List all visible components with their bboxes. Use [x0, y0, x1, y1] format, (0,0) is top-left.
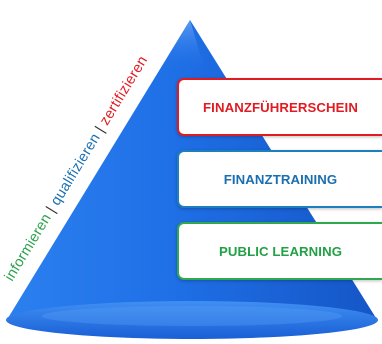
level-box-finanzfuehrerschein: FINANZFÜHRERSCHEIN: [177, 78, 382, 136]
level-label-finanztraining: FINANZTRAINING: [223, 171, 338, 187]
cone-base-sheen: [42, 306, 342, 326]
cone-tip-highlight: [160, 20, 205, 70]
cone-base: [6, 301, 378, 339]
level-box-finanztraining: FINANZTRAINING: [177, 150, 382, 208]
level-label-finanzfuehrerschein: FINANZFÜHRERSCHEIN: [203, 99, 358, 115]
level-label-public-learning: PUBLIC LEARNING: [218, 243, 343, 259]
level-box-public-learning: PUBLIC LEARNING: [177, 222, 382, 280]
